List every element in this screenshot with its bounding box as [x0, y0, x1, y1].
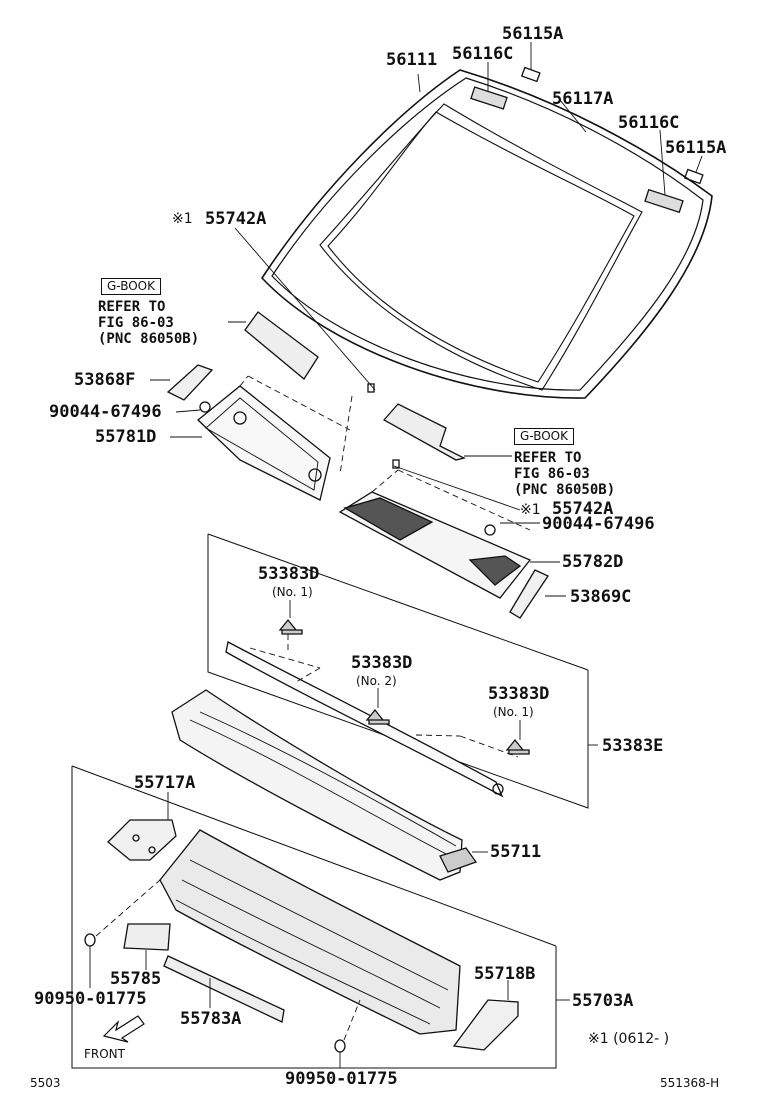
label-53383d-2: 53383D — [351, 653, 413, 673]
windshield-glass — [260, 69, 713, 399]
ref-left-line1: REFER TO — [98, 299, 166, 315]
label-55717a: 55717A — [134, 773, 196, 793]
label-56116c-top: 56116C — [452, 44, 514, 64]
label-55711: 55711 — [490, 842, 542, 862]
windshield-inner-line — [319, 103, 643, 391]
label-56115a-right: 56115A — [665, 138, 727, 158]
label-90950-bottom: 90950-01775 — [285, 1069, 398, 1089]
gbook-pad-left — [244, 311, 319, 380]
label-90044-right: 90044-67496 — [542, 514, 655, 534]
ref-left-line3: (PNC 86050B) — [98, 331, 200, 347]
front-label: FRONT — [84, 1047, 125, 1061]
label-90950-left: 90950-01775 — [34, 989, 147, 1009]
legend-note: ※1 (0612- ) — [588, 1031, 670, 1047]
gbook-badge-left: G-BOOK — [101, 278, 161, 296]
bracket-55717a — [107, 819, 177, 861]
label-55718b: 55718B — [474, 964, 536, 984]
gbook-pad-right — [382, 403, 466, 461]
ref-left-line2: FIG 86-03 — [98, 315, 174, 331]
label-90044-left: 90044-67496 — [49, 402, 162, 422]
label-55782d: 55782D — [562, 552, 624, 572]
pad-56116c-top — [470, 86, 508, 110]
star-mark-left: ※1 — [172, 211, 193, 227]
label-56111: 56111 — [386, 50, 438, 70]
label-56115a-top: 56115A — [502, 24, 564, 44]
weatherstrip — [225, 641, 504, 798]
pad-55783a — [163, 955, 285, 1023]
ref-right-line3: (PNC 86050B) — [514, 482, 616, 498]
note-no2: (No. 2) — [356, 674, 397, 688]
label-53383d-1: 53383D — [258, 564, 320, 584]
label-56117a: 56117A — [552, 89, 614, 109]
note-no1-a: (No. 1) — [272, 585, 313, 599]
label-56116c-right: 56116C — [618, 113, 680, 133]
cowl-cover-left — [197, 385, 331, 501]
label-55703a: 55703A — [572, 991, 634, 1011]
label-53383d-3: 53383D — [488, 684, 550, 704]
label-55742a-right: 55742A — [552, 499, 614, 519]
label-53869c: 53869C — [570, 587, 632, 607]
label-55785: 55785 — [110, 969, 162, 989]
label-55742a-left: 55742A — [205, 209, 267, 229]
label-55783a: 55783A — [180, 1009, 242, 1029]
label-55781d: 55781D — [95, 427, 157, 447]
page-id-left: 5503 — [30, 1076, 61, 1090]
star-mark-right: ※1 — [520, 502, 541, 518]
page-id-right: 551368-H — [660, 1076, 720, 1090]
cowl-top-panel — [171, 689, 463, 881]
clip-56115a-right — [683, 168, 704, 185]
group-box-55703a — [71, 766, 557, 1069]
seal-53869c — [509, 569, 549, 619]
seal-53868f — [166, 364, 214, 401]
front-arrow-icon — [102, 1015, 145, 1043]
pad-55785 — [123, 923, 171, 951]
pad-56116c-right — [644, 188, 684, 214]
bracket-55718b — [452, 999, 519, 1051]
label-53868f: 53868F — [74, 370, 136, 390]
note-no1-b: (No. 1) — [493, 705, 534, 719]
ref-right-line2: FIG 86-03 — [514, 466, 590, 482]
clip-56115a-top — [520, 66, 541, 83]
ref-right-line1: REFER TO — [514, 450, 582, 466]
cowl-panel-lower — [159, 829, 461, 1035]
windshield-molding — [271, 77, 704, 391]
label-53383e: 53383E — [602, 736, 664, 756]
gbook-badge-right: G-BOOK — [514, 428, 574, 446]
